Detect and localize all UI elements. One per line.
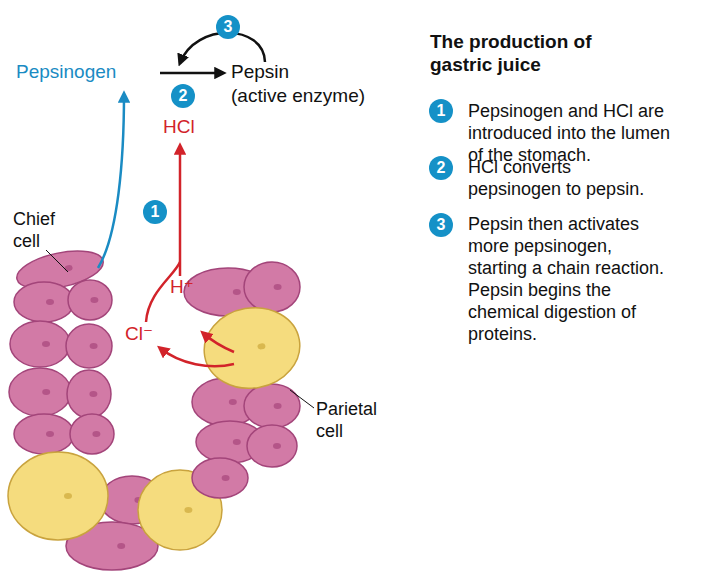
- cell-nucleus: [64, 493, 72, 499]
- cell-body: [10, 321, 70, 367]
- cell-body: [198, 300, 306, 395]
- parietal-cell: [198, 300, 306, 395]
- cell-nucleus: [46, 431, 54, 437]
- cell-body: [9, 368, 71, 416]
- cell-body: [192, 458, 248, 498]
- ion-label: Cl⁻: [125, 323, 165, 345]
- step-text: HCl converts pepsinogen to pepsin.: [468, 156, 658, 200]
- cell-nucleus: [273, 443, 281, 449]
- cell-nucleus: [233, 289, 241, 295]
- cell-nucleus: [90, 297, 98, 303]
- gland-cell: [9, 368, 71, 416]
- cell-body: [244, 262, 300, 312]
- circle-fill: [216, 15, 240, 39]
- substance-label: HCl: [163, 116, 223, 138]
- cell-nucleus: [274, 284, 282, 290]
- secretion-arrow: [98, 94, 124, 268]
- cell-label: Parietal cell: [316, 398, 388, 442]
- cell-body: [14, 282, 74, 322]
- ion-arrow: [160, 348, 234, 366]
- parietal-cell: [8, 452, 108, 540]
- leader-line: [46, 250, 68, 272]
- callout-circle: 2: [429, 156, 453, 180]
- gland-cell: [244, 262, 300, 312]
- gland-cell: [68, 280, 112, 320]
- cell-nucleus: [42, 389, 50, 395]
- callout-circle: 3: [216, 15, 240, 39]
- step-text: Pepsin then activates more pepsinogen, s…: [468, 213, 673, 345]
- substance-note: (active enzyme): [231, 85, 381, 107]
- callout-number: 2: [171, 84, 195, 108]
- cell-nucleus: [46, 299, 54, 305]
- diagram-title: The production of gastric juice: [430, 30, 630, 76]
- circle-fill: [429, 213, 453, 237]
- conversion-arrow: [160, 72, 223, 75]
- cell-nucleus: [42, 341, 50, 347]
- cell-nucleus: [274, 403, 282, 409]
- cell-nucleus: [184, 507, 192, 513]
- secretion-arrow: [179, 146, 182, 276]
- cell-body: [8, 452, 108, 540]
- cell-body: [70, 414, 114, 454]
- callout-number: 2: [429, 156, 453, 180]
- cell-body: [67, 370, 111, 418]
- circle-fill: [143, 200, 167, 224]
- cell-body: [66, 324, 112, 368]
- callout-number: 3: [429, 213, 453, 237]
- cell-nucleus: [117, 543, 125, 549]
- callout-number: 3: [216, 15, 240, 39]
- callout-circle: 3: [429, 213, 453, 237]
- callout-number: 1: [429, 99, 453, 123]
- gland-cell: [66, 324, 112, 368]
- cell-nucleus: [257, 343, 266, 350]
- callout-number: 1: [143, 200, 167, 224]
- cell-label: Chief cell: [13, 208, 63, 252]
- gland-cell: [192, 458, 248, 498]
- circle-fill: [429, 99, 453, 123]
- cell-body: [68, 280, 112, 320]
- cell-nucleus: [64, 264, 73, 272]
- callout-circle: 2: [171, 84, 195, 108]
- gland-cell: [67, 370, 111, 418]
- cell-nucleus: [92, 431, 100, 437]
- cell-nucleus: [229, 399, 237, 405]
- cell-nucleus: [222, 475, 230, 481]
- gland-cell: [10, 321, 70, 367]
- ion-label: H⁺: [170, 276, 210, 298]
- substance-label: Pepsinogen: [16, 61, 166, 83]
- cell-nucleus: [90, 343, 98, 349]
- cell-body: [14, 414, 74, 454]
- substance-label: Pepsin: [231, 61, 351, 83]
- gastric-gland: [8, 244, 306, 570]
- callout-circle: 1: [429, 99, 453, 123]
- cell-nucleus: [89, 391, 97, 397]
- callout-circle: 1: [143, 200, 167, 224]
- circle-fill: [171, 84, 195, 108]
- cell-nucleus: [233, 439, 241, 445]
- circle-fill: [429, 156, 453, 180]
- gland-cell: [70, 414, 114, 454]
- ion-arrow: [203, 333, 234, 352]
- step-text: Pepsinogen and HCl are introduced into t…: [468, 100, 683, 166]
- gland-cell: [14, 414, 74, 454]
- cell-body: [247, 425, 297, 467]
- leader-line: [290, 390, 314, 408]
- gland-cell: [14, 282, 74, 322]
- gland-cell: [247, 425, 297, 467]
